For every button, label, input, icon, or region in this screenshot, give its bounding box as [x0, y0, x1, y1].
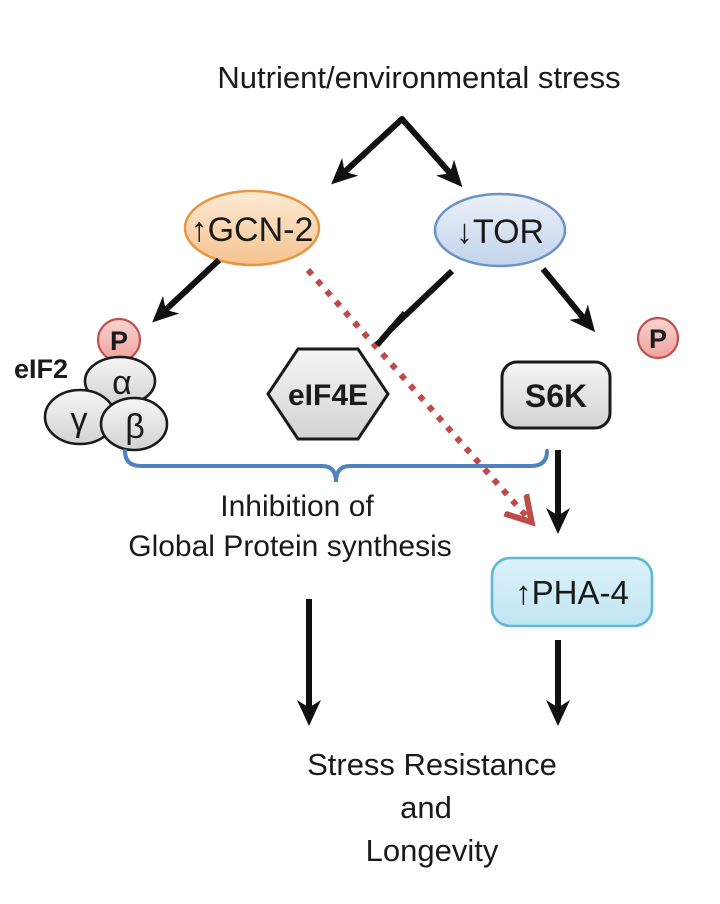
eif2-beta-label: β	[125, 408, 145, 446]
outcome-text-line3: Longevity	[366, 833, 499, 868]
s6k-label: S6K	[525, 378, 587, 414]
s6k-phospho-label: P	[649, 324, 667, 354]
eif2-alpha-label: α	[112, 364, 132, 402]
inhibition-bar-tor-to-eif4e	[374, 311, 408, 347]
tor-label: ↓TOR	[456, 213, 544, 251]
title-nutrient-environmental-stress: Nutrient/environmental stress	[217, 60, 620, 95]
s6k-node	[500, 360, 612, 430]
arrow-stress-to-gcn2	[331, 116, 405, 185]
eif2-gamma-label: γ	[71, 401, 88, 439]
pha4-node	[490, 556, 654, 628]
arrow-stress-to-tor	[399, 116, 463, 187]
eif2-beta-subunit	[99, 396, 169, 452]
inhibition-bracket	[123, 449, 549, 483]
tor-node	[433, 192, 567, 268]
gcn2-label: ↑GCN-2	[191, 211, 314, 249]
inhibition-text-line1: Inhibition of	[220, 490, 374, 523]
eif2-phospho-label: P	[110, 326, 128, 356]
s6k-phospho-circle	[636, 316, 680, 360]
eif4e-node	[266, 347, 390, 441]
outcome-text-line1: Stress Resistance	[307, 747, 557, 782]
inhibition-text-line2: Global Protein synthesis	[128, 530, 452, 563]
pha4-label: ↑PHA-4	[515, 574, 629, 611]
arrow-tor-to-s6k	[540, 267, 596, 333]
eif2-label: eIF2	[14, 354, 68, 384]
outcome-text-line2: and	[400, 790, 452, 825]
arrow-gcn2-to-eif2	[152, 257, 222, 323]
gcn2-node	[183, 189, 321, 267]
eif4e-label: eIF4E	[288, 379, 368, 412]
